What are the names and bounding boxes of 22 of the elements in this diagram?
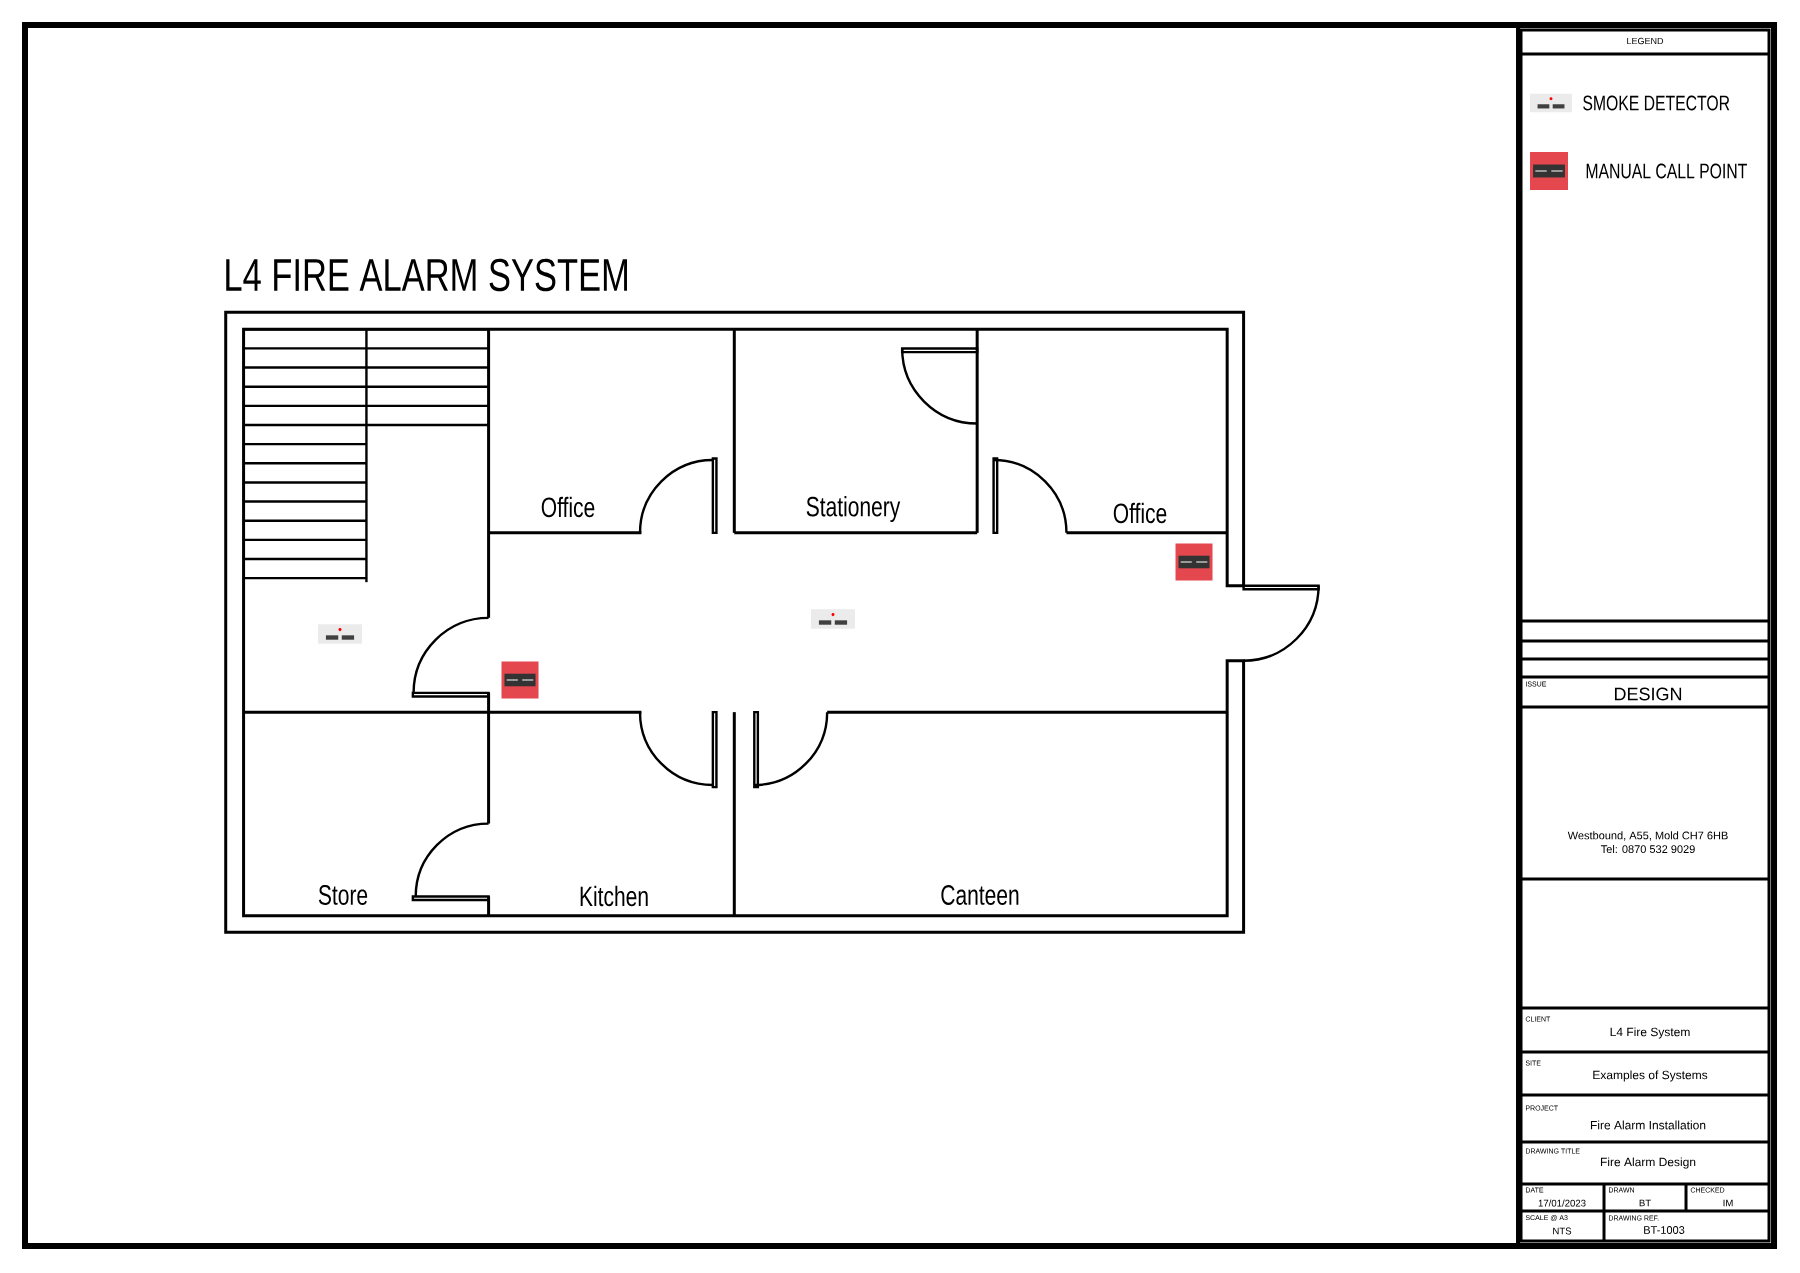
legend-text: SMOKE DETECTOR <box>1583 95 1730 111</box>
field-value: Examples of Systems <box>1593 1070 1708 1082</box>
address-text: Westbound, A55, Mold CH7 6HB <box>1567 831 1728 841</box>
legend-text: MANUAL CALL POINT <box>1586 163 1747 179</box>
field-value: Fire Alarm Installation <box>1590 1120 1706 1130</box>
field-value: NTS <box>1553 1227 1572 1235</box>
field-value: BT-1003 <box>1644 1226 1685 1234</box>
field-value: Fire Alarm Design <box>1600 1157 1696 1169</box>
room-label: Office <box>541 496 595 518</box>
field-value: 17/01/2023 <box>1538 1199 1586 1207</box>
room-label: Canteen <box>941 885 1019 905</box>
field-value: BT <box>1639 1199 1651 1207</box>
drawing-title: L4 FIRE ALARM SYSTEM <box>226 258 627 292</box>
field-value: L4 Fire System <box>1610 1027 1690 1039</box>
room-label: Office <box>1113 502 1167 524</box>
room-label: Kitchen <box>580 885 648 907</box>
field-value: IM <box>1723 1199 1733 1207</box>
room-label: Stationery <box>806 495 901 523</box>
phone-text: Tel: 0870 532 9029 <box>1600 844 1695 853</box>
field-value: DESIGN <box>1615 687 1682 701</box>
legend-heading: LEGEND <box>1627 37 1664 45</box>
room-label: Store <box>318 885 368 905</box>
